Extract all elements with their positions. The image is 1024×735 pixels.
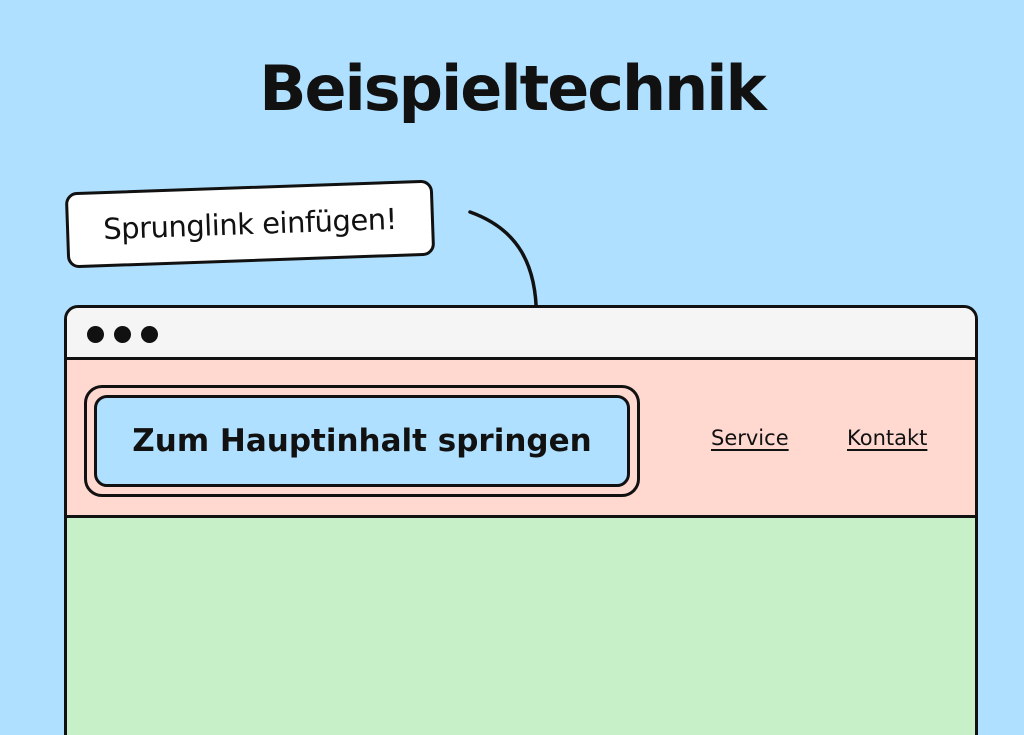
browser-window: Zum Hauptinhalt springen Service Kontakt xyxy=(64,305,978,735)
site-header: Zum Hauptinhalt springen Service Kontakt xyxy=(67,360,975,518)
skip-link-focus-ring: Zum Hauptinhalt springen xyxy=(84,385,640,497)
browser-titlebar xyxy=(67,308,975,360)
skip-to-content-link[interactable]: Zum Hauptinhalt springen xyxy=(94,395,630,487)
window-dot-icon xyxy=(141,326,158,343)
nav-link-kontakt[interactable]: Kontakt xyxy=(847,426,928,450)
window-dot-icon xyxy=(114,326,131,343)
headline: Beispieltechnik xyxy=(259,52,767,125)
callout-text: Sprunglink einfügen! xyxy=(102,201,398,247)
nav-link-service[interactable]: Service xyxy=(711,426,789,450)
skip-link-label: Zum Hauptinhalt springen xyxy=(132,423,592,459)
window-dot-icon xyxy=(87,326,104,343)
main-content-area xyxy=(67,518,975,735)
callout-box: Sprunglink einfügen! xyxy=(64,179,436,269)
